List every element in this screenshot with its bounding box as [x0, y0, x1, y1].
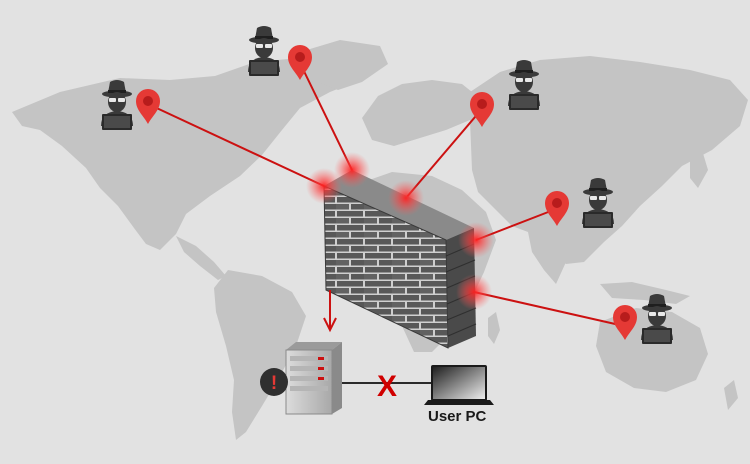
user-pc-label: User PC: [428, 408, 487, 425]
impact-glow-2: [334, 152, 370, 188]
continent-europe: [362, 80, 482, 146]
exclamation-icon: !: [260, 368, 288, 396]
hacker-icon-2: [248, 26, 280, 76]
attack-line-3: [405, 109, 482, 199]
continent-new-zealand: [724, 380, 738, 410]
attack-line-1: [147, 103, 325, 187]
continent-greenland: [300, 40, 388, 90]
continent-india: [528, 232, 566, 284]
attack-line-2: [299, 62, 353, 171]
impact-glows: [306, 152, 494, 310]
impact-glow-3: [388, 180, 424, 216]
continent-central-america: [176, 236, 226, 280]
alert-glyph: !: [271, 373, 277, 394]
continent-south-america: [214, 270, 306, 440]
continent-asia: [470, 56, 748, 264]
impact-glow-5: [456, 274, 492, 310]
attack-line-5: [473, 291, 625, 327]
impact-glow-1: [306, 168, 342, 204]
server-icon: [285, 342, 342, 415]
laptop-icon: [424, 365, 494, 405]
world-map: [12, 40, 748, 440]
blocked-x-icon: X: [377, 370, 397, 403]
down-arrow-icon: [323, 290, 337, 333]
continent-north-america: [12, 58, 360, 250]
continent-madagascar: [488, 312, 500, 344]
impact-glow-4: [458, 222, 494, 258]
continent-indonesia: [600, 282, 690, 304]
continent-japan: [690, 150, 708, 188]
